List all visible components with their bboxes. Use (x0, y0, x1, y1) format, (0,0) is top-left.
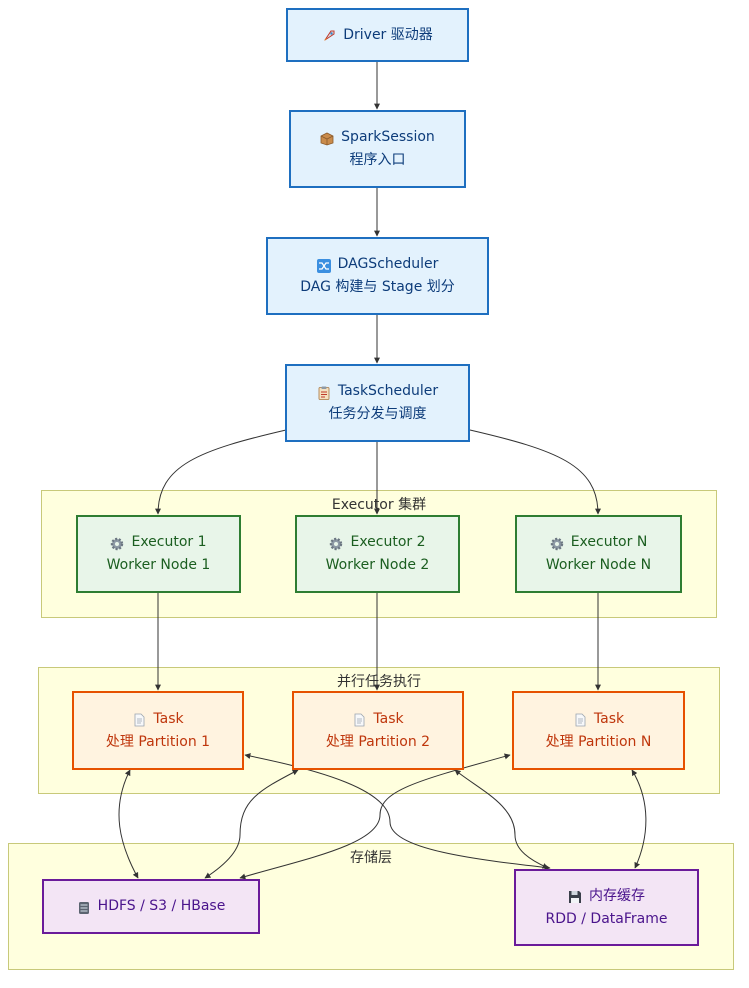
memory-cache-title: 内存缓存 (589, 887, 645, 904)
gear-icon (110, 536, 124, 550)
page-icon (352, 712, 366, 727)
memory-cache-subtitle: RDD / DataFrame (545, 910, 668, 927)
executor-n-node[interactable]: Executor N Worker Node N (515, 515, 682, 593)
executor-1-node[interactable]: Executor 1 Worker Node 1 (76, 515, 241, 593)
task-scheduler-title: TaskScheduler (337, 383, 439, 399)
edge-task-2-memory (454, 769, 549, 869)
task-2-node[interactable]: Task 处理 Partition 2 (292, 691, 464, 770)
edge-scheduler-to-executor-n (469, 429, 601, 515)
floppy-disk-icon (568, 889, 582, 903)
executor-n-subtitle: Worker Node N (545, 557, 652, 573)
task-scheduler-subtitle: 任务分发与调度 (328, 406, 427, 422)
task-scheduler-node[interactable]: TaskScheduler 任务分发与调度 (285, 364, 470, 442)
spark-session-node[interactable]: SparkSession 程序入口 (289, 110, 466, 188)
task-2-subtitle: 处理 Partition 2 (325, 733, 431, 750)
memory-cache-node[interactable]: 内存缓存 RDD / DataFrame (514, 869, 699, 946)
clipboard-icon (317, 385, 331, 400)
dag-scheduler-title: DAGScheduler (337, 256, 439, 272)
hdfs-storage-title: HDFS / S3 / HBase (97, 898, 226, 914)
executor-1-subtitle: Worker Node 1 (106, 557, 211, 573)
dag-scheduler-subtitle: DAG 构建与 Stage 划分 (300, 279, 455, 295)
spark-session-subtitle: 程序入口 (349, 152, 406, 168)
package-icon (320, 131, 334, 145)
task-1-node[interactable]: Task 处理 Partition 1 (72, 691, 244, 770)
task-1-title: Task (153, 710, 184, 727)
edge-task-1-hdfs (118, 769, 139, 879)
executor-n-title: Executor N (570, 534, 648, 550)
page-icon (132, 712, 146, 727)
edge-scheduler-to-executor-1 (155, 429, 287, 515)
driver-node[interactable]: Driver 驱动器 (286, 8, 469, 62)
gear-icon (550, 536, 564, 550)
executor-2-subtitle: Worker Node 2 (325, 557, 430, 573)
driver-title: Driver 驱动器 (343, 26, 433, 43)
executor-2-title: Executor 2 (350, 534, 426, 550)
edge-task-n-hdfs (239, 753, 511, 880)
database-icon (77, 900, 91, 914)
task-n-title: Task (593, 710, 625, 727)
gear-icon (329, 536, 343, 550)
task-2-title: Task (373, 710, 404, 727)
edge-task-2-hdfs (204, 769, 299, 879)
shuffle-icon (316, 258, 331, 273)
hdfs-storage-node[interactable]: HDFS / S3 / HBase (42, 879, 260, 934)
dag-scheduler-node[interactable]: DAGScheduler DAG 构建与 Stage 划分 (266, 237, 489, 315)
task-n-node[interactable]: Task 处理 Partition N (512, 691, 685, 770)
executor-1-title: Executor 1 (131, 534, 207, 550)
task-1-subtitle: 处理 Partition 1 (105, 733, 211, 750)
task-n-subtitle: 处理 Partition N (545, 733, 652, 750)
edge-task-n-memory (631, 769, 647, 869)
page-icon (573, 712, 587, 727)
edge-task-1-memory (244, 753, 551, 871)
parallel-task-label: 并行任务执行 (337, 674, 421, 690)
executor-2-node[interactable]: Executor 2 Worker Node 2 (295, 515, 460, 593)
executor-cluster-label: Executor 集群 (331, 497, 427, 513)
rocket-icon (322, 28, 336, 42)
spark-session-title: SparkSession (341, 129, 435, 145)
